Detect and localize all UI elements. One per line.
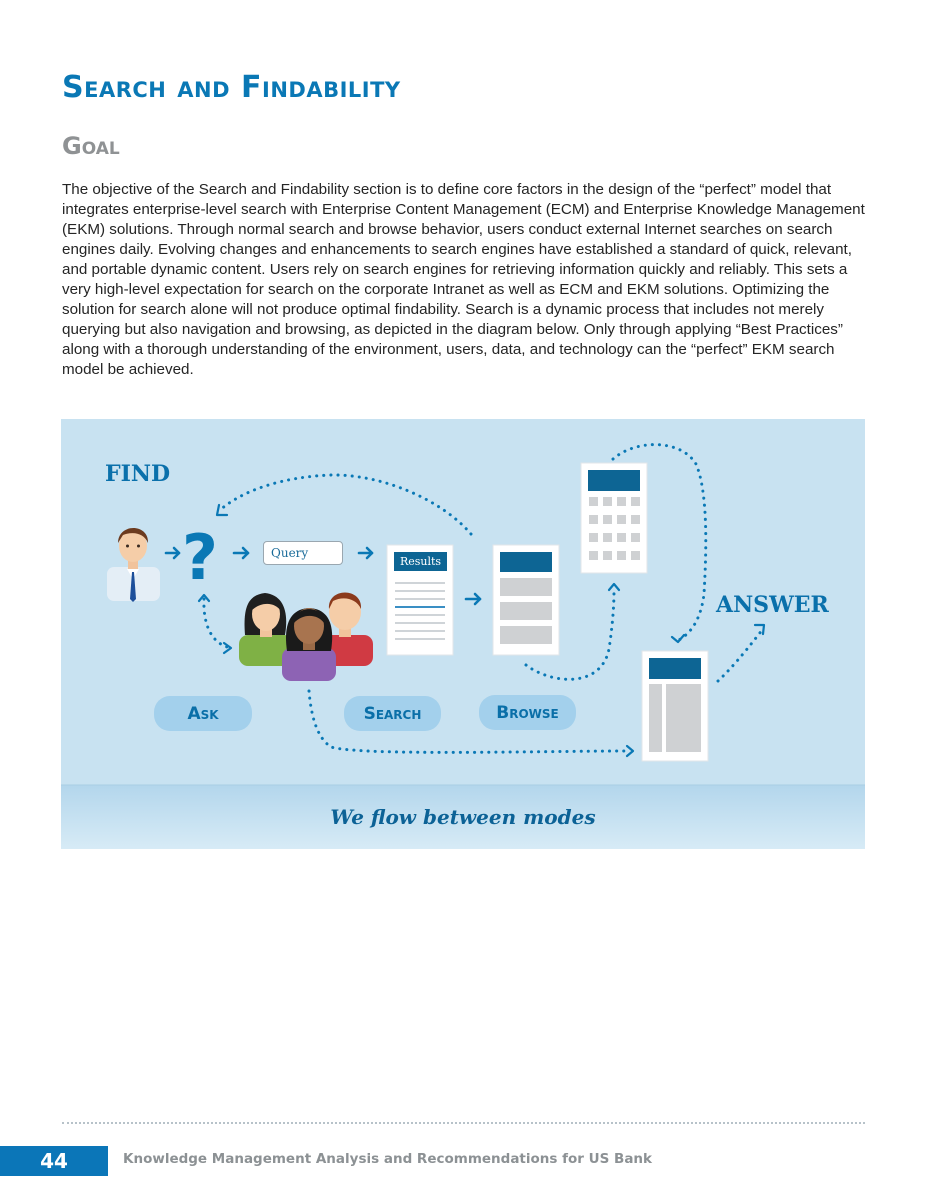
query-input-illustration: Query bbox=[263, 541, 343, 565]
page-number: 44 bbox=[0, 1146, 108, 1176]
footer-title: Knowledge Management Analysis and Recomm… bbox=[123, 1151, 652, 1167]
find-label: FIND bbox=[105, 461, 170, 487]
section-subtitle: Goal bbox=[62, 132, 120, 160]
user-icon bbox=[107, 528, 160, 602]
browse-mode-pill: Browse bbox=[479, 695, 576, 730]
question-mark-icon: ? bbox=[182, 521, 218, 594]
search-mode-pill: Search bbox=[344, 696, 441, 731]
answer-out-path bbox=[718, 629, 763, 681]
people-group-icon bbox=[239, 593, 373, 682]
footer-divider bbox=[62, 1122, 865, 1124]
browse-page-icon bbox=[493, 545, 559, 655]
results-header: Results bbox=[394, 552, 447, 571]
results-to-ask-path bbox=[219, 475, 471, 534]
diagram-caption: We flow between modes bbox=[61, 805, 865, 829]
body-paragraph: The objective of the Search and Findabil… bbox=[62, 180, 872, 380]
page-title: Search and Findability bbox=[62, 70, 401, 105]
grid-page-icon bbox=[581, 463, 647, 573]
answer-label: ANSWER bbox=[716, 592, 829, 618]
ask-mode-pill: Ask bbox=[154, 696, 252, 731]
search-modes-diagram: ? bbox=[61, 419, 865, 849]
answer-page-icon bbox=[642, 651, 708, 761]
diagram-artwork: ? bbox=[61, 419, 865, 849]
ask-to-people-path bbox=[204, 599, 231, 648]
